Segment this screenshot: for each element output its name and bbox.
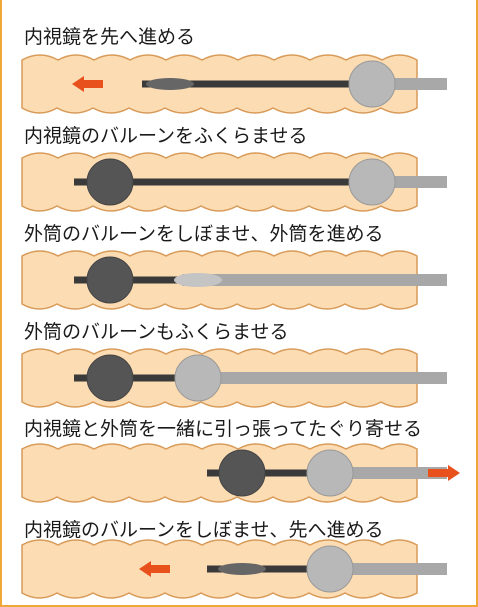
step-3-illustration	[21, 250, 447, 310]
arrow-left-icon	[72, 76, 103, 92]
endoscope-balloon	[218, 449, 266, 497]
step-6-label: 内視鏡のバルーンをしぼませ、先へ進める	[24, 519, 384, 541]
overtube	[182, 274, 447, 286]
step-3-label: 外筒のバルーンをしぼませ、外筒を進める	[24, 223, 384, 245]
endoscope-balloon	[146, 78, 194, 90]
endoscope-balloon	[86, 256, 134, 304]
overtube-balloon	[174, 273, 222, 287]
endoscope-balloon	[218, 563, 266, 575]
overtube	[182, 372, 447, 384]
endoscope	[74, 178, 350, 186]
step-5-illustration	[21, 443, 460, 503]
overtube-balloon	[306, 545, 354, 593]
endoscope-balloon	[86, 354, 134, 402]
step-2-label: 内視鏡のバルーンをふくらませる	[24, 125, 308, 147]
step-1-label: 内視鏡を先へ進める	[24, 26, 196, 48]
step-5-label: 内視鏡と外筒を一緒に引っ張ってたぐり寄せる	[24, 418, 423, 440]
overtube-balloon	[348, 60, 396, 108]
step-4-label: 外筒のバルーンもふくらませる	[24, 321, 289, 343]
endoscope	[142, 80, 350, 88]
overtube-balloon	[174, 354, 222, 402]
step-6-illustration	[21, 539, 447, 599]
arrow-left-icon	[139, 561, 170, 577]
step-1-illustration	[21, 54, 447, 114]
overtube-balloon	[306, 449, 354, 497]
step-2-illustration	[21, 152, 447, 212]
endoscope-balloon	[86, 158, 134, 206]
arrow-right-icon	[428, 465, 460, 481]
step-4-illustration	[21, 348, 447, 408]
overtube-balloon	[348, 158, 396, 206]
